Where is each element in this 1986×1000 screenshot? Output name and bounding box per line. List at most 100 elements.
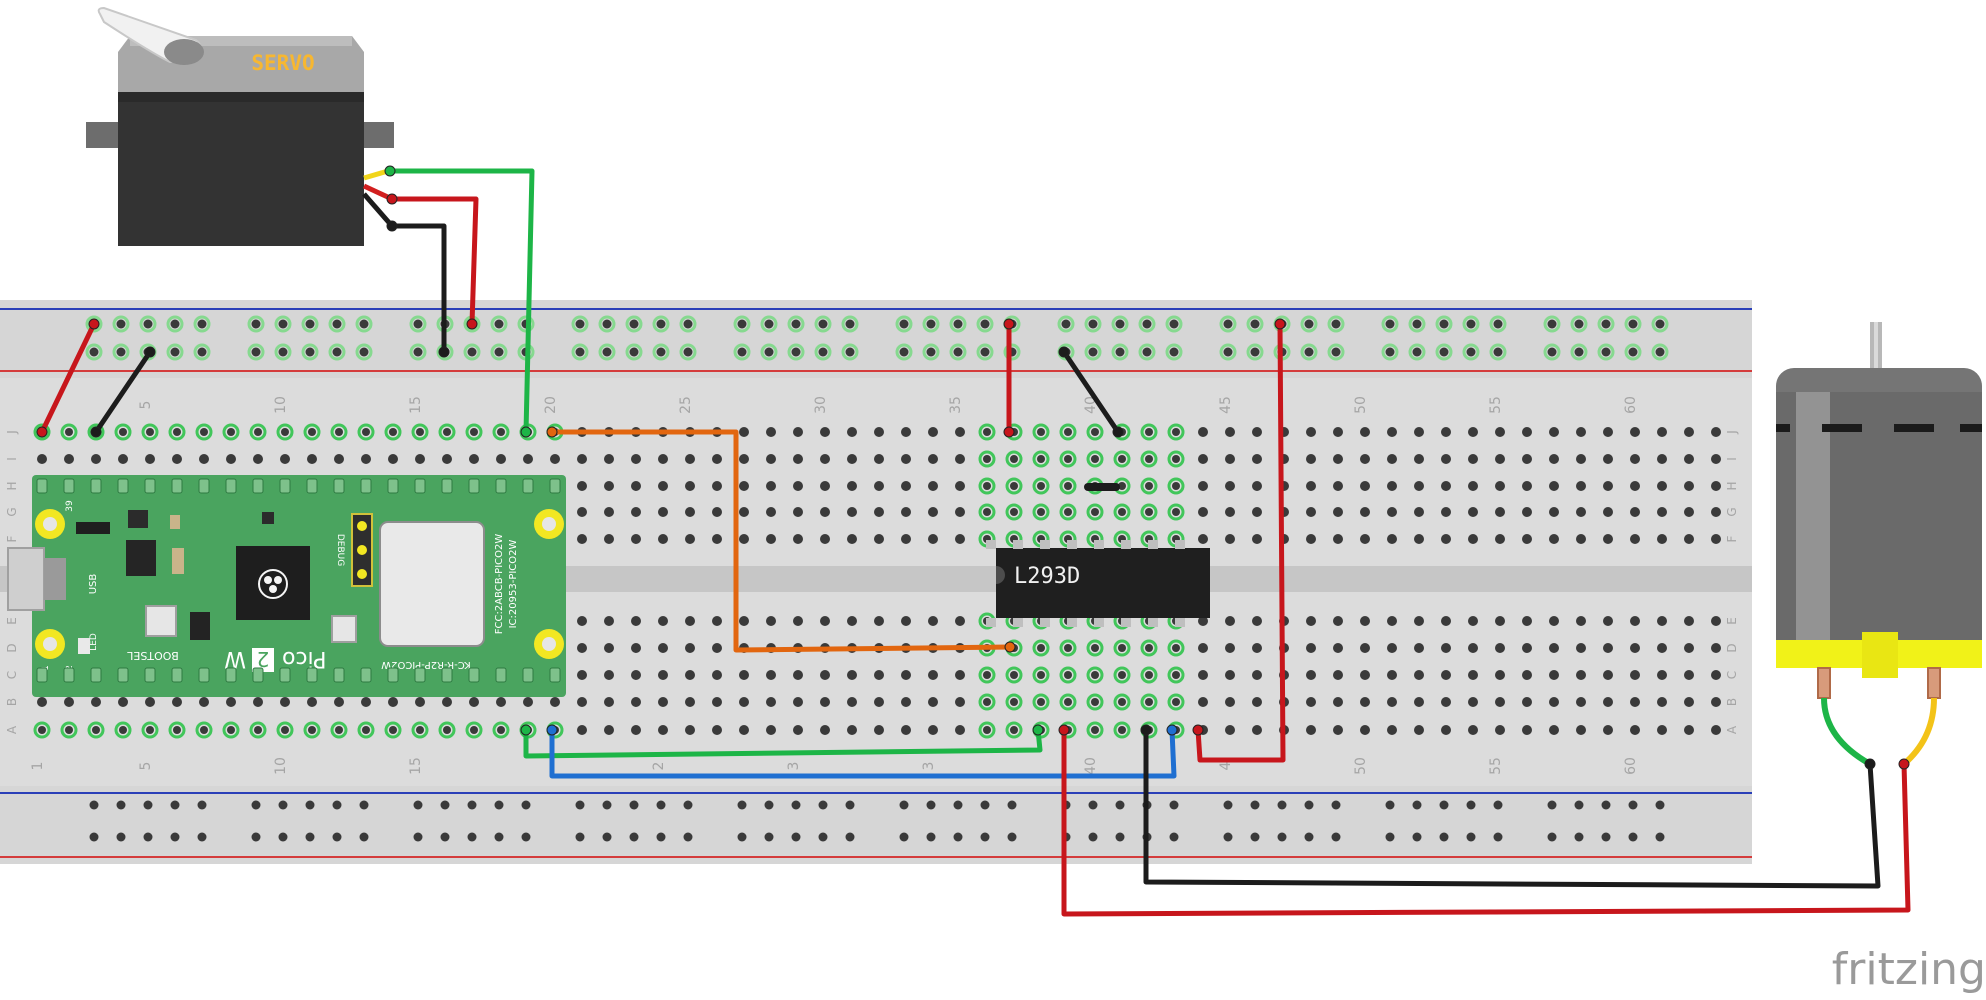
breadboard-hole [1468,616,1478,626]
rail-hole-active [1624,315,1642,333]
rail-hole [1169,800,1179,810]
breadboard-hole [577,481,587,491]
rail-hole [602,800,612,810]
breadboard-hole [1333,427,1343,437]
breadboard-hole [1468,643,1478,653]
breadboard-hole [955,427,965,437]
breadboard-hole [1684,481,1694,491]
breadboard-hole [874,481,884,491]
breadboard-hole [847,534,857,544]
rail-hole [737,832,747,842]
breadboard-hole [685,616,695,626]
rail-hole [1574,319,1584,329]
rail-hole-active [1219,343,1237,361]
breadboard-hole-active [1113,693,1131,711]
breadboard-hole [1118,698,1126,706]
breadboard-hole [1468,481,1478,491]
breadboard-hole [928,670,938,680]
rail-hole [1088,319,1098,329]
pico-pin [522,478,534,494]
breadboard-hole [307,454,317,464]
column-number-top: 20 [543,396,559,414]
breadboard-hole [928,616,938,626]
breadboard-hole [1603,534,1613,544]
breadboard-hole [1037,671,1045,679]
breadboard-hole-active [1140,503,1158,521]
row-letter: G [1725,507,1739,516]
rail-hole-active [1408,343,1426,361]
breadboard-hole [1172,455,1180,463]
rail-hole-active [1489,343,1507,361]
fritzing-watermark: fritzing [1832,944,1986,995]
pico-pin [360,667,372,683]
breadboard-hole [1711,670,1721,680]
rail-hole-active [922,343,940,361]
rail-hole [1574,832,1584,842]
wires [39,168,1911,917]
rail-hole [1574,800,1584,810]
rail-hole [899,319,909,329]
breadboard-hole [631,534,641,544]
breadboard-hole-active [1167,693,1185,711]
column-number-top: 5 [138,401,154,410]
breadboard-hole [497,726,505,734]
breadboard-hole [1306,481,1316,491]
breadboard-hole-active [1140,423,1158,441]
rail-hole-active [571,343,589,361]
breadboard-hole-active [1005,666,1023,684]
breadboard-hole [658,697,668,707]
pico-debug-label: DEBUG [335,534,345,566]
breadboard-hole [631,481,641,491]
rail-hole [953,832,963,842]
rail-hole [1115,319,1125,329]
breadboard-hole [1711,725,1721,735]
rail-hole-active [1300,315,1318,333]
breadboard-hole [604,481,614,491]
breadboard-hole-active [1140,666,1158,684]
breadboard-hole-active [1032,639,1050,657]
breadboard-hole [928,725,938,735]
breadboard-hole [604,616,614,626]
rail-hole [1385,319,1395,329]
column-number-top: 60 [1623,396,1639,414]
breadboard-hole [361,454,371,464]
rail-hole [629,832,639,842]
breadboard-hole [1333,616,1343,626]
breadboard-hole-active [1140,450,1158,468]
motor-output-wire [1061,727,1911,917]
rail-hole [1385,800,1395,810]
rail-hole [332,800,342,810]
rail-hole [1601,832,1611,842]
breadboard-hole [1306,454,1316,464]
rail-hole [1250,347,1260,357]
rail-hole [1223,347,1233,357]
breadboard-hole [1064,508,1072,516]
breadboard-hole [1414,454,1424,464]
rail-hole [656,319,666,329]
breadboard-hole [65,726,73,734]
breadboard-hole [1360,616,1370,626]
breadboard-hole [389,726,397,734]
rail-hole [332,832,342,842]
rail-hole [926,347,936,357]
breadboard-hole [1198,670,1208,680]
column-number-top: 45 [1218,396,1234,414]
breadboard-hole [928,534,938,544]
row-letter: J [1725,430,1739,435]
rail-power-jumper [39,321,97,435]
breadboard-hole [91,454,101,464]
breadboard-hole [739,616,749,626]
breadboard-hole [415,454,425,464]
rail-hole-active [733,315,751,333]
breadboard-hole [523,697,533,707]
rail-hole-active [193,343,211,361]
pico-pin [144,667,156,683]
breadboard-hole [1360,507,1370,517]
wire-end [546,426,558,438]
rail-hole-active [1651,315,1669,333]
breadboard-hole-active [303,423,321,441]
rail-hole [359,832,369,842]
breadboard-hole [388,454,398,464]
breadboard-hole [1252,454,1262,464]
